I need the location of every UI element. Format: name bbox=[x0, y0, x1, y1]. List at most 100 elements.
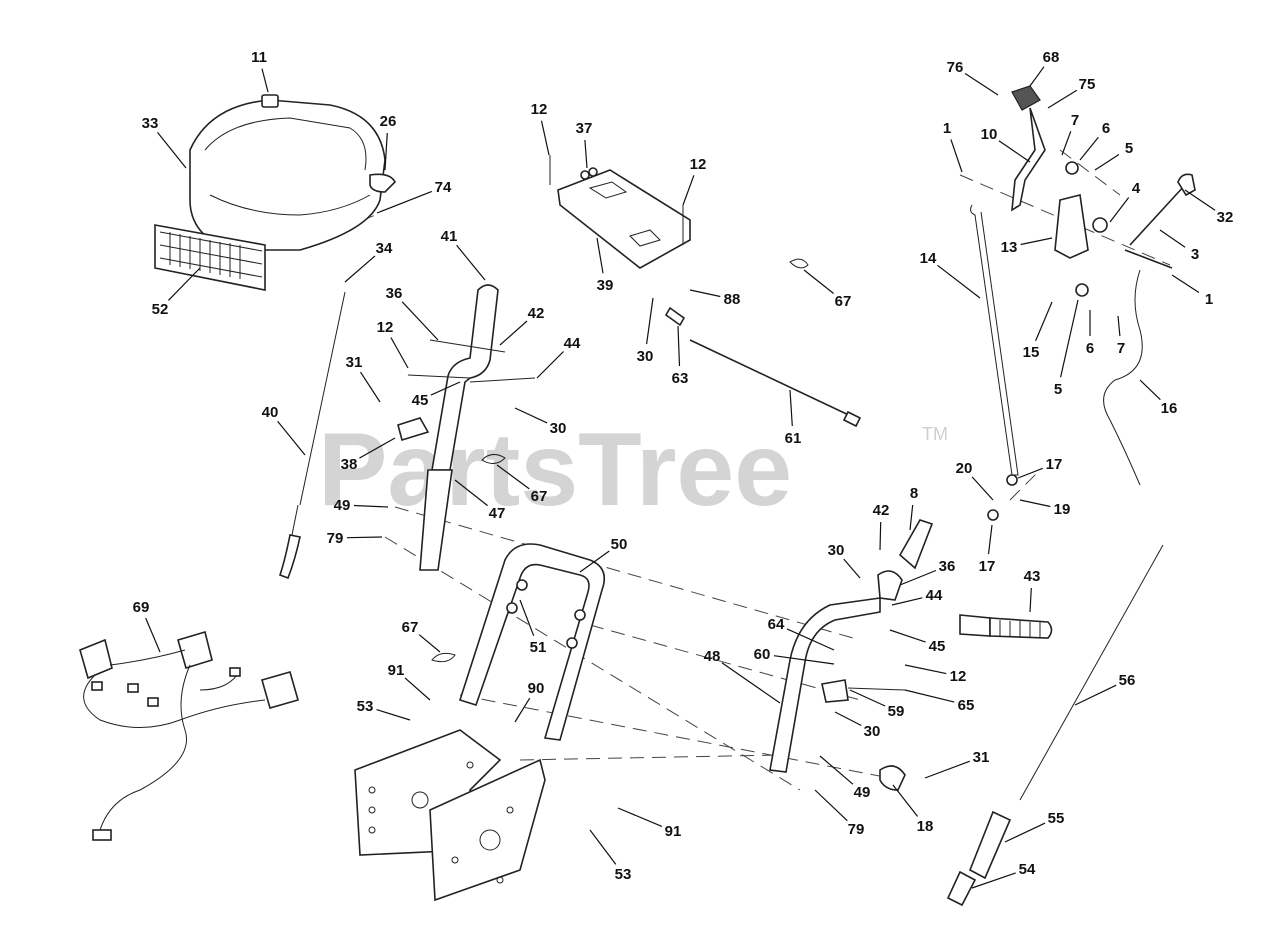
leader-line-c36b bbox=[899, 569, 937, 586]
leader-line-c33 bbox=[157, 132, 187, 169]
leader-line-c40 bbox=[277, 420, 306, 456]
leader-line-c44a bbox=[536, 351, 564, 379]
callout-c36a: 36 bbox=[386, 285, 403, 302]
leader-line-c74 bbox=[376, 190, 433, 214]
leader-line-c31a bbox=[359, 371, 381, 403]
callout-c53a: 53 bbox=[357, 698, 374, 715]
leader-line-c60 bbox=[773, 655, 835, 665]
callout-c33: 33 bbox=[142, 115, 159, 132]
leader-line-c64 bbox=[786, 628, 835, 651]
callout-c20: 20 bbox=[956, 460, 973, 477]
callout-c15: 15 bbox=[1023, 344, 1040, 361]
callout-c74: 74 bbox=[435, 179, 452, 196]
leader-line-c7a bbox=[1061, 130, 1072, 156]
callout-c14: 14 bbox=[920, 250, 937, 267]
leader-line-c16 bbox=[1139, 379, 1161, 401]
leader-line-c4 bbox=[1109, 197, 1130, 223]
callout-leaders bbox=[145, 66, 1216, 889]
chute-bracket bbox=[549, 155, 862, 428]
callout-c12a: 12 bbox=[377, 319, 394, 336]
leader-line-c10 bbox=[998, 140, 1031, 163]
callout-c1a: 1 bbox=[943, 120, 951, 137]
leader-line-c56 bbox=[1074, 684, 1117, 706]
callout-c30d: 30 bbox=[864, 723, 881, 740]
leader-line-c88 bbox=[689, 289, 721, 298]
callout-c42a: 42 bbox=[528, 305, 545, 322]
callout-c47: 47 bbox=[489, 505, 506, 522]
leader-line-c17b bbox=[987, 524, 993, 555]
callout-c67c: 67 bbox=[402, 619, 419, 636]
callout-c44a: 44 bbox=[564, 335, 581, 352]
leader-line-c30b bbox=[646, 297, 654, 345]
callout-c54: 54 bbox=[1019, 861, 1036, 878]
leader-line-c55 bbox=[1004, 822, 1046, 843]
callout-c90: 90 bbox=[528, 680, 545, 697]
leader-line-c49a bbox=[353, 504, 389, 508]
leader-line-c63 bbox=[677, 325, 681, 367]
leader-line-c50 bbox=[579, 550, 610, 573]
leader-line-c48 bbox=[721, 662, 781, 704]
leader-line-c12c bbox=[682, 175, 695, 206]
callout-c59: 59 bbox=[888, 703, 905, 720]
leader-line-c41 bbox=[456, 244, 486, 281]
callout-c76: 76 bbox=[947, 59, 964, 76]
callout-c30a: 30 bbox=[550, 420, 567, 437]
callout-c61: 61 bbox=[785, 430, 802, 447]
callout-c11: 11 bbox=[251, 49, 267, 66]
callout-c42b: 42 bbox=[873, 502, 890, 519]
leader-line-c67a bbox=[496, 464, 530, 490]
callout-c43: 43 bbox=[1024, 568, 1041, 585]
callout-c52: 52 bbox=[152, 301, 169, 318]
leader-line-c91a bbox=[404, 677, 431, 701]
callout-c10: 10 bbox=[981, 126, 998, 143]
leader-line-c69 bbox=[145, 617, 161, 653]
leader-line-c1a bbox=[950, 139, 963, 173]
leader-line-c5a bbox=[1094, 153, 1120, 171]
callout-c13: 13 bbox=[1001, 239, 1018, 256]
callout-c91a: 91 bbox=[388, 662, 405, 679]
callout-c5b: 5 bbox=[1054, 381, 1062, 398]
callout-c63: 63 bbox=[672, 370, 689, 387]
leader-line-c30c bbox=[843, 558, 861, 579]
leader-line-c76 bbox=[964, 72, 999, 96]
leader-line-c12a bbox=[390, 337, 409, 369]
callout-c6b: 6 bbox=[1086, 340, 1094, 357]
leader-line-c45b bbox=[889, 629, 926, 643]
leader-line-c51 bbox=[519, 599, 535, 637]
callout-c69: 69 bbox=[133, 599, 150, 616]
callout-c55: 55 bbox=[1048, 810, 1065, 827]
leader-line-c59 bbox=[849, 689, 886, 707]
callout-c79b: 79 bbox=[848, 821, 865, 838]
callout-c7a: 7 bbox=[1071, 112, 1079, 129]
leader-line-c43 bbox=[1029, 587, 1032, 613]
leader-line-c53a bbox=[376, 709, 411, 721]
upper-handle-right bbox=[769, 519, 1053, 791]
callout-c51: 51 bbox=[530, 639, 547, 656]
callout-c31a: 31 bbox=[346, 354, 363, 371]
leader-line-c42b bbox=[879, 521, 882, 551]
lower-handle bbox=[458, 543, 606, 741]
callout-c41: 41 bbox=[441, 228, 458, 245]
auger-cable bbox=[946, 544, 1164, 907]
leader-line-c7b bbox=[1117, 315, 1121, 337]
callout-c18: 18 bbox=[917, 818, 934, 835]
callout-c67b: 67 bbox=[835, 293, 852, 310]
leader-line-c36a bbox=[401, 301, 439, 341]
callout-c8: 8 bbox=[910, 485, 918, 502]
callout-c7b: 7 bbox=[1117, 340, 1125, 357]
callout-c19: 19 bbox=[1054, 501, 1071, 518]
callout-c64: 64 bbox=[768, 616, 785, 633]
watermark-trademark: TM bbox=[922, 424, 948, 444]
callout-c91b: 91 bbox=[665, 823, 682, 840]
callout-c12c: 12 bbox=[690, 156, 707, 173]
leader-line-c12d bbox=[904, 664, 947, 675]
leader-line-c42a bbox=[499, 320, 528, 346]
leader-line-c5b bbox=[1060, 299, 1079, 378]
cable-tie-67 bbox=[431, 652, 456, 663]
callout-c5a: 5 bbox=[1125, 140, 1133, 157]
callout-c60: 60 bbox=[754, 646, 771, 663]
leader-line-c53b bbox=[589, 829, 617, 865]
callout-c38: 38 bbox=[341, 456, 358, 473]
